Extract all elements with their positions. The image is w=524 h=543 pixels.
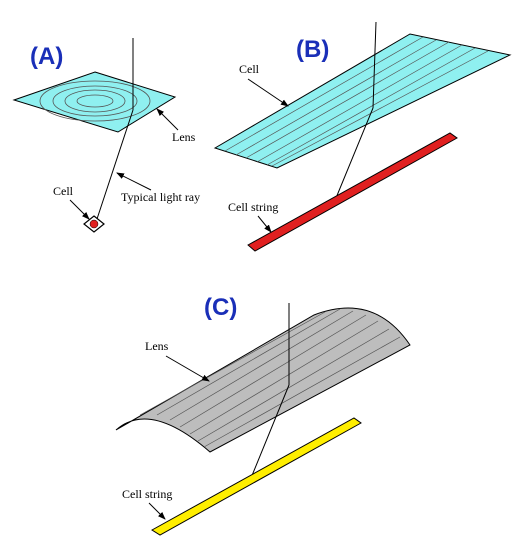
ray-a-label: Typical light ray [121,190,200,204]
light-ray-b-refracted [335,107,374,199]
panel-a-label: (A) [30,43,63,70]
lens-c-arrow [165,355,210,382]
panel-b-label: (B) [296,36,329,63]
cell-string-b [247,132,458,252]
light-ray-a-refracted [95,109,134,223]
cell-a-arrow [69,199,90,220]
cell-b-label: Cell [239,62,260,76]
lens-fresnel-rings [39,80,151,122]
cell-string-b-label: Cell string [228,200,278,214]
arched-lens-grooves [139,308,401,448]
arched-lens [115,307,411,453]
cell-b-arrow [247,78,289,107]
lens-c-label: Lens [145,339,169,353]
cell-string-c [151,417,362,536]
linear-lens-grooves [224,36,489,167]
cell-string-c-label: Cell string [122,487,172,501]
panel-c-label: (C) [204,294,237,321]
ray-a-arrow [116,172,152,191]
light-ray-b [372,21,377,109]
cell-string-c-arrow [148,502,166,520]
light-ray-c-refracted [250,384,290,479]
lens-a-label: Lens [172,130,196,144]
cell-string-b-arrow [257,215,272,233]
cell-a-label: Cell [53,184,74,198]
lens-a-arrow [156,108,179,131]
linear-lens [213,33,512,169]
cell-a [89,219,99,229]
panel-c: (C) Lens Cell string [115,294,411,536]
panel-b: (B) Cell Cell string [213,21,512,252]
panel-a: (A) Lens Cell Typical light ray [12,38,200,233]
